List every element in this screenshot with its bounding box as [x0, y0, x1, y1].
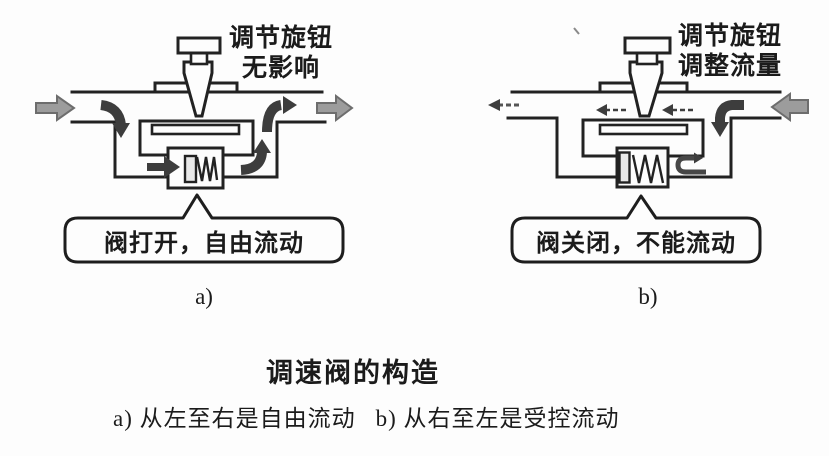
- knob-label-b-line2: 调整流量: [677, 53, 782, 80]
- caption-part-b: b) 从右至左是受控流动: [375, 406, 620, 431]
- scan-speck: [573, 27, 580, 35]
- check-valve-b: [615, 146, 670, 189]
- inlet-arrow-icon: [770, 92, 809, 122]
- port-arrows-a: [35, 94, 354, 122]
- flow-arrows-b: [488, 92, 809, 175]
- diagram-b-drawing: [488, 27, 809, 264]
- valve-needle: [182, 60, 214, 118]
- spring-icon: [195, 156, 219, 182]
- diagram-a-drawing: [35, 36, 354, 264]
- spring-icon: [631, 154, 665, 184]
- adjustment-knob-a: [153, 36, 239, 118]
- knob-cap: [623, 36, 672, 55]
- callout-text-b: 阀关闭，不能流动: [536, 230, 736, 257]
- knob-label-b-line1: 调节旋钮: [677, 23, 782, 50]
- knob-label-b: 调节旋钮 调整流量: [670, 22, 790, 82]
- knob-label-a: 调节旋钮 无影响: [221, 24, 341, 84]
- arrow-up-right-upper-icon: [262, 100, 283, 133]
- callout-bubble-a: [63, 193, 345, 264]
- callout-bubble-b: [510, 194, 762, 264]
- arrow-into-valve-icon: [147, 156, 180, 178]
- knob-label-a-line1: 调节旋钮: [228, 25, 333, 52]
- poppet: [618, 151, 631, 184]
- valve-needle: [628, 60, 664, 118]
- arrow-down-left-icon: [100, 100, 126, 126]
- arrow-up-right-lower-icon: [240, 151, 267, 175]
- callout-text-a: 阀打开，自由流动: [104, 230, 304, 257]
- figure-title: 调速阀的构造: [266, 358, 440, 388]
- arrow-down-right-icon: [715, 100, 744, 123]
- knob-stem: [635, 51, 659, 66]
- poppet: [183, 154, 198, 184]
- knob-label-a-line2: 无影响: [241, 55, 320, 82]
- panel-label-b: b): [638, 284, 658, 309]
- inlet-arrow-icon: [35, 94, 76, 122]
- knob-cap: [176, 36, 222, 55]
- knob-stem: [189, 51, 209, 66]
- metering-chamber-a: [138, 119, 255, 157]
- blocked-flow-curl-icon: [675, 155, 706, 175]
- caption-part-a: a) 从左至右是自由流动: [113, 406, 356, 431]
- outlet-arrow-icon: [316, 94, 354, 122]
- figure-caption: a) 从左至右是自由流动 b) 从右至左是受控流动: [113, 399, 620, 433]
- flow-arrows-a: [100, 96, 297, 178]
- adjustment-knob-b: [598, 36, 689, 118]
- panel-label-a: a): [195, 284, 213, 309]
